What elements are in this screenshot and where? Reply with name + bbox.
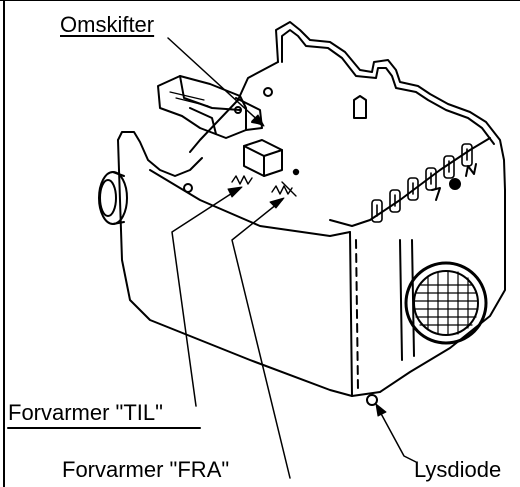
screw-hole-left — [183, 183, 193, 193]
side-knob — [98, 171, 128, 225]
rear-post — [353, 95, 367, 119]
circular-grill — [404, 261, 488, 345]
leader-preheater-on — [171, 187, 241, 407]
left-tab — [117, 131, 203, 177]
leader-preheater-off — [231, 199, 291, 479]
box-front-right-inner — [399, 239, 403, 361]
label-preheater-off: Forvarmer "FRA" — [62, 457, 230, 482]
label-led: Lysdiode — [414, 457, 502, 482]
screw-hole-back — [263, 87, 273, 97]
leader-preheater-off-arrow — [269, 197, 285, 209]
box-inner-floor-edge — [189, 99, 239, 153]
box-left-back-edge — [237, 61, 279, 101]
leader-preheater-on-arrow — [227, 186, 243, 198]
label-switch: Omskifter — [60, 12, 155, 37]
resistor-symbols — [231, 168, 300, 197]
leader-led — [377, 407, 417, 463]
slotted-posts — [371, 143, 473, 223]
frame-left-border — [3, 0, 5, 487]
leader-switch-arrow — [251, 114, 265, 127]
box-back-wall-inner — [281, 29, 495, 145]
leader-led-arrow — [375, 403, 387, 417]
leader-switch — [167, 37, 263, 125]
label-preheater-on: Forvarmer "TIL" — [8, 400, 163, 425]
box-back-wall — [275, 21, 506, 191]
switch-block — [243, 139, 283, 177]
box-front-right-wall — [351, 189, 506, 397]
connector-plug — [157, 75, 263, 139]
box-front-corner-dash — [355, 239, 359, 391]
box-front-left-wall-top — [149, 169, 351, 237]
engraved-markings — [431, 163, 477, 201]
box-front-left-wall — [117, 139, 353, 397]
led-indicator — [366, 394, 378, 406]
frame-top-border — [0, 0, 520, 1]
box-front-corner — [349, 231, 353, 397]
box-front-right-inner-2 — [411, 239, 415, 357]
box-inner-right-edge — [329, 137, 491, 227]
